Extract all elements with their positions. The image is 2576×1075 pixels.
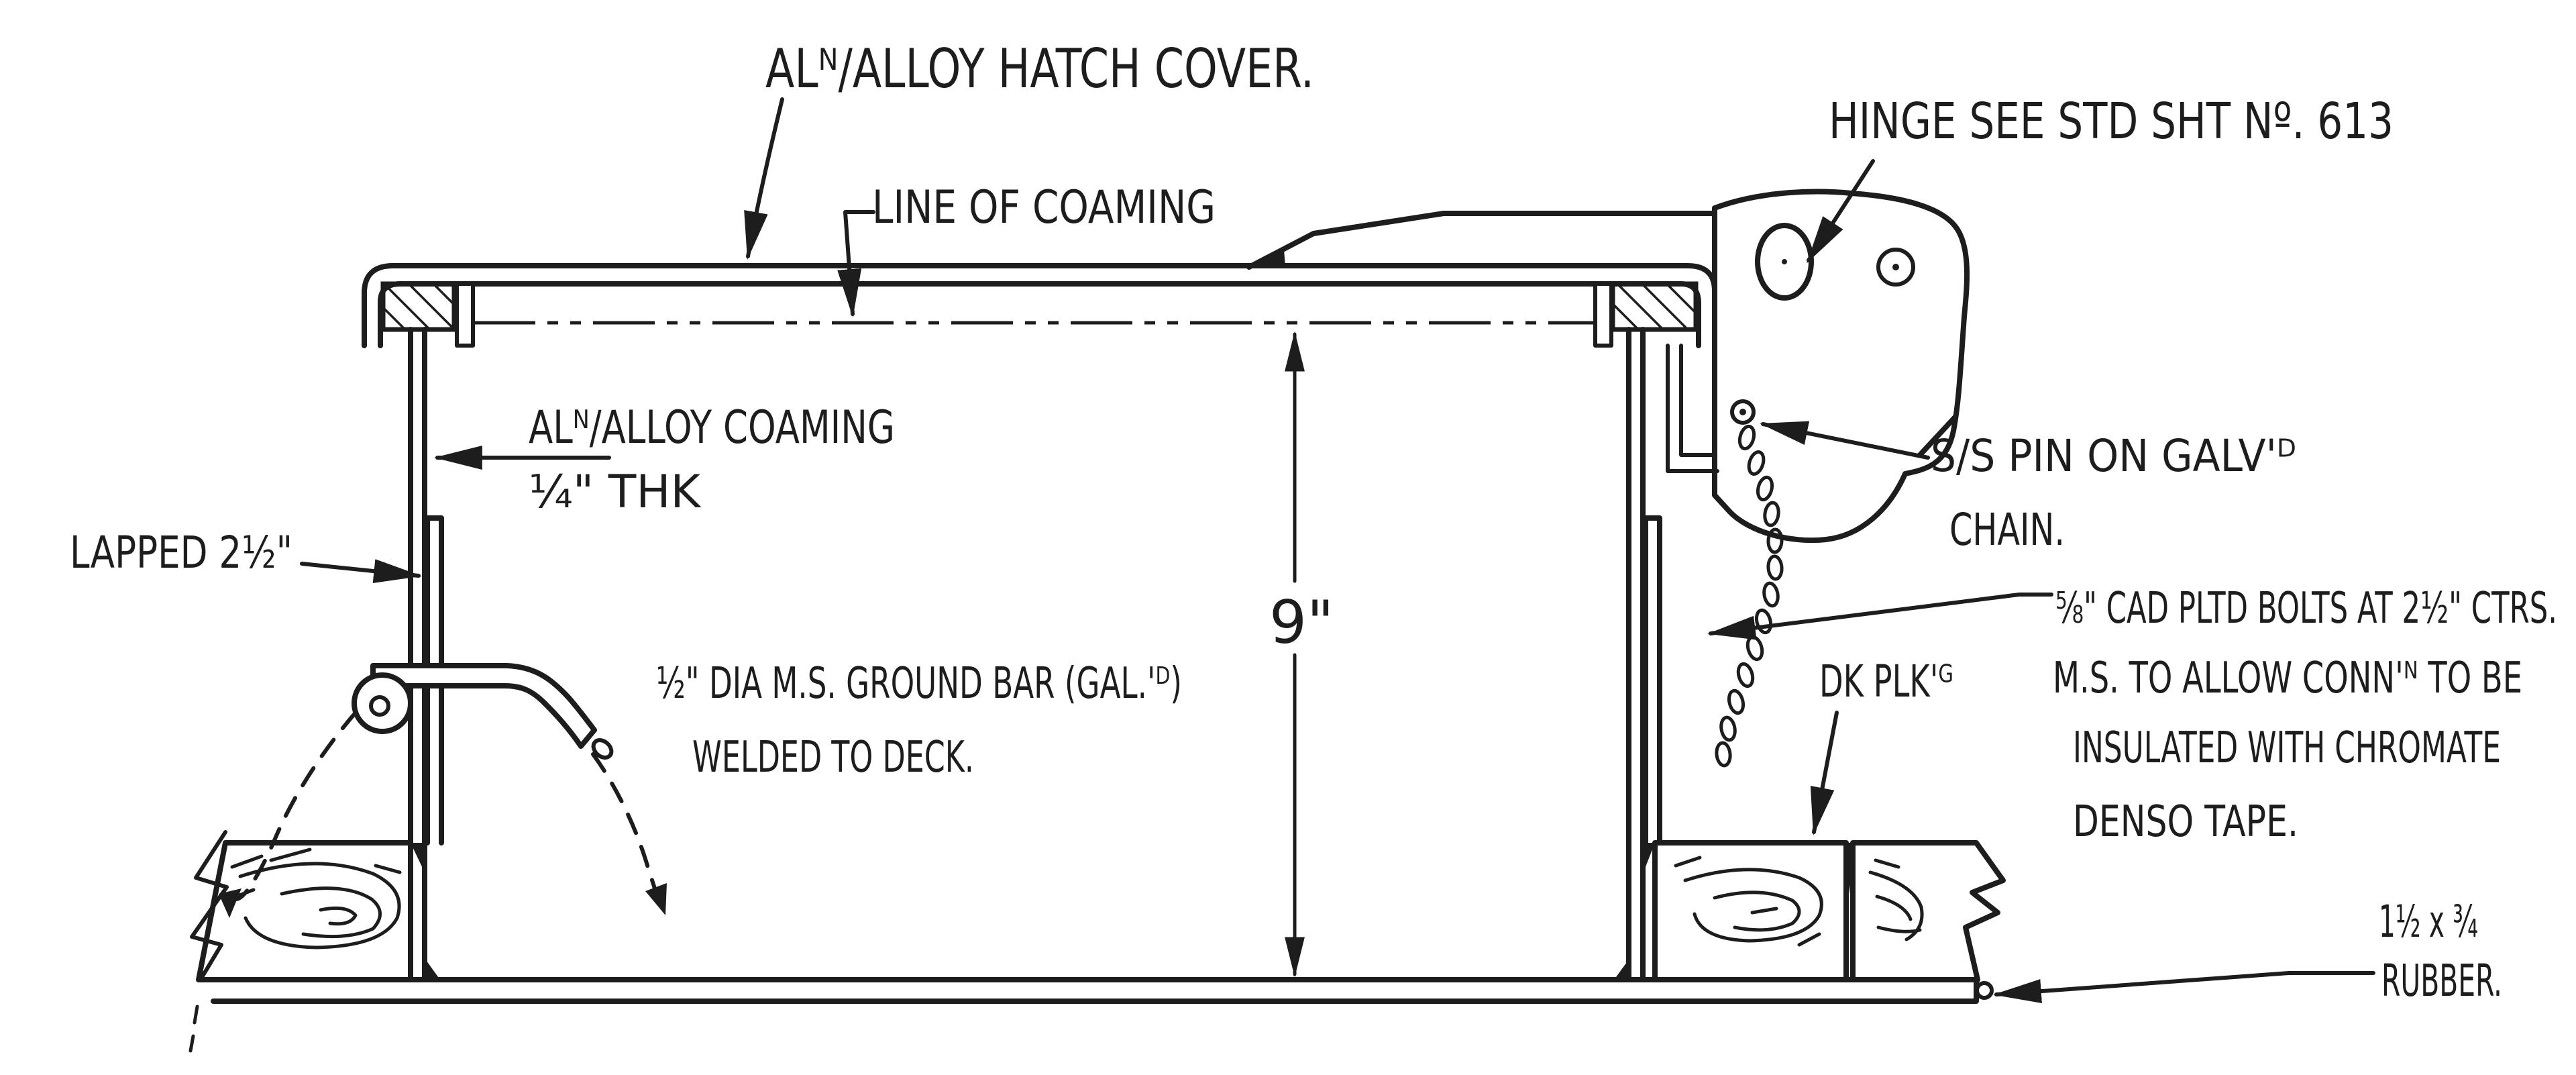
label-deck-planking: DK PLK'ᴳ [1819,656,1953,707]
rubber-seal-bead [1975,981,1994,1000]
break-line-dashes [189,1005,199,1053]
swing-arc-left-arrowhead [219,888,241,918]
leader-ss-pin [1759,421,1930,460]
label-line-of-coaming: LINE OF COAMING [872,181,1216,234]
leader-line-of-coaming [837,210,875,318]
label-bolts-4: DENSO TAPE. [2073,797,2298,847]
swing-arc-right [591,752,658,894]
lap-bar-right [1643,515,1662,846]
hinge-bracket-slope [1246,211,1717,270]
leader-hatch-cover [744,97,784,260]
weld-wedge-bracket [1249,250,1285,267]
leader-lapped [300,559,423,584]
dim-9in-text: 9" [1269,588,1334,657]
ss-pin-dot [1739,409,1746,415]
gasket-left [380,281,457,332]
cover-outer-line [362,263,1717,348]
ground-bar-eye [352,672,413,734]
dimension-9in: 9" [1269,331,1334,978]
label-pin-note-1: S/S PIN ON GALV'ᴰ [1931,430,2296,482]
weld-wedge-plank-left [411,843,425,872]
hinge-assembly [1246,189,1970,544]
weld-wedge-coaming-left [425,958,440,980]
gasket-retainer-right [1593,282,1613,348]
hinge-lower-bracket [1666,344,1719,473]
leader-rubber [1992,971,2375,1004]
label-lapped: LAPPED 2½" [70,527,292,578]
ground-bar [219,663,667,918]
wood-grain-right [1674,856,1924,947]
wood-grain-left [230,848,402,950]
ss-pin [1730,399,1756,425]
ground-bar-end-nub [591,738,614,760]
coaming-plate-right [1626,327,1646,982]
hatch-cover [362,263,1717,348]
label-bolts-3: INSULATED WITH CHROMATE [2073,723,2501,773]
leader-bolts [1707,593,2053,640]
break-line-left [190,830,229,980]
hinge-plate-notch [1917,415,1957,458]
label-hatch-cover: ALᴺ/ALLOY HATCH COVER. [765,38,1314,100]
label-ground-bar-2: WELDED TO DECK. [692,733,974,782]
hinge-bolt-hole-center [1892,264,1899,270]
weld-wedge-plank-right [1643,843,1655,874]
swing-arc-left [234,711,358,901]
deck-plate [199,977,1979,1004]
hinge-bolt-hole [1876,248,1915,287]
hinge-plate [1712,189,1970,544]
annotations: ALᴺ/ALLOY HATCH COVER. HINGE SEE STD SHT… [70,38,2557,1007]
caulk-seam-planks [1846,843,1853,895]
label-coaming-thickness: ¼" THK [529,466,702,519]
hinge-pin-hole-center [1782,259,1787,264]
leader-hinge [1807,159,1875,264]
label-bolts-1: ⅝" CAD PLTD BOLTS AT 2½" CTRS. [2055,584,2557,633]
label-ground-bar-1: ½" DIA M.S. GROUND BAR (GAL.'ᴰ) [656,659,1182,709]
weld-wedge-coaming-right [1614,960,1629,980]
swing-arc-right-arrowhead [645,883,667,915]
label-rubber-name: RUBBER. [2381,955,2502,1007]
deck-plank-right-2 [1850,840,2006,982]
deck-plank-left [196,840,413,982]
label-pin-note-2: CHAIN. [1949,504,2065,556]
ground-bar-body [370,663,597,749]
leader-deck-planking [1810,711,1839,836]
leader-lines [300,97,2375,1004]
ground-bar-eye-hole [369,695,390,717]
label-bolts-2: M.S. TO ALLOW CONN'ᴺ TO BE [2053,654,2522,703]
label-coaming-material: ALᴺ/ALLOY COAMING [529,401,895,454]
gasket-right [1610,281,1699,332]
label-hinge-note: HINGE SEE STD SHT Nº. 613 [1829,93,2394,150]
cover-inner-line [378,281,1701,348]
label-rubber-size: 1½ x ¾ [2379,896,2478,948]
deck [189,830,2006,1053]
gasket-retainer-left [455,282,475,348]
